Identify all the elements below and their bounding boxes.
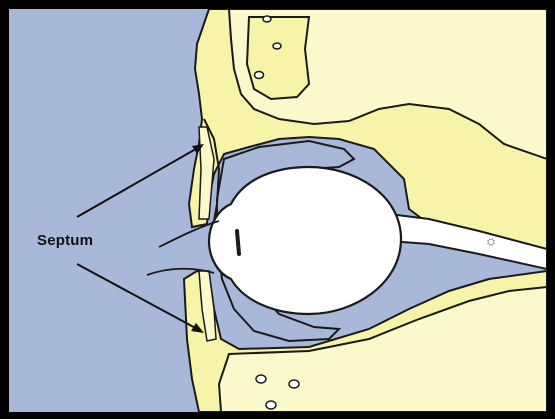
diagram-canvas: ⛭ Septum — [9, 9, 547, 412]
sinus-cell — [273, 43, 281, 49]
frontal-sinus — [247, 17, 309, 99]
sinus-cell — [255, 72, 264, 79]
sinus-cell — [266, 401, 276, 409]
orbit-cross-section: ⛭ — [9, 9, 547, 412]
cornea-mark — [237, 231, 239, 254]
sinus-cell — [289, 380, 299, 388]
septum-label: Septum — [37, 232, 93, 249]
watermark-glyph: ⛭ — [487, 237, 495, 248]
sinus-cell — [256, 375, 266, 383]
sinus-cell — [263, 16, 271, 22]
